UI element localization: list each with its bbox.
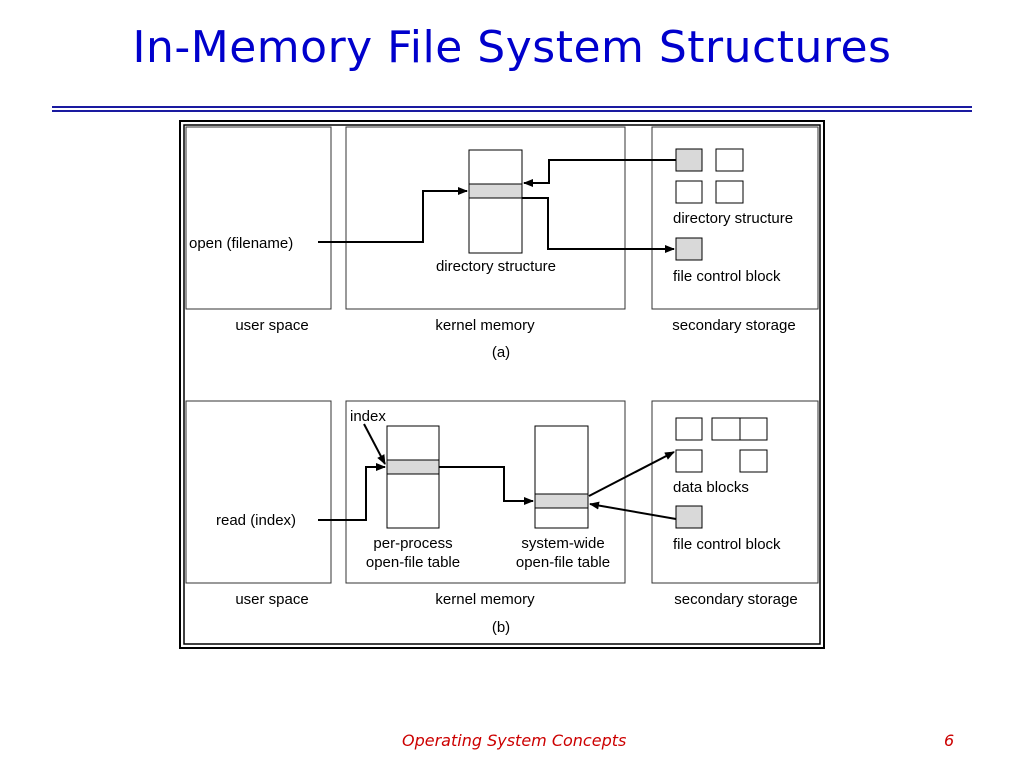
storage-dir-block	[715, 148, 744, 172]
figure-frame-inner	[183, 124, 821, 645]
storage-directory-label: directory structure	[673, 210, 793, 227]
open-call-arrow	[318, 187, 468, 243]
data-block	[739, 449, 768, 473]
system-to-data-arrow	[588, 451, 675, 497]
per-process-label-line2: open-file table	[366, 554, 460, 571]
user-space-caption-b: user space	[235, 591, 308, 608]
system-wide-entry-highlight	[534, 493, 589, 509]
user-space-caption-a: user space	[235, 317, 308, 334]
slide-title: In-Memory File System Structures	[132, 22, 892, 73]
figure-frame-outer	[179, 120, 825, 649]
page-number: 6	[944, 731, 955, 750]
directory-structure-table	[468, 149, 523, 254]
part-b-label: (b)	[492, 619, 510, 636]
system-wide-label-line1: system-wide	[521, 535, 604, 552]
directory-to-fcb-arrow	[522, 197, 675, 253]
open-call-label: open (filename)	[189, 235, 293, 252]
storage-dir-block-filled	[675, 148, 703, 172]
file-control-block-a	[675, 237, 703, 261]
footer-title: Operating System Concepts	[402, 731, 627, 750]
system-wide-label-line2: open-file table	[516, 554, 610, 571]
index-pointer-arrow	[363, 423, 386, 465]
data-block	[711, 417, 741, 441]
part-a: open (filename) directory structure dire…	[185, 126, 819, 361]
read-call-arrow	[318, 463, 386, 521]
kernel-memory-caption-b: kernel memory	[435, 591, 535, 608]
title-rule-top	[52, 106, 972, 108]
data-block	[739, 417, 768, 441]
kernel-memory-caption-a: kernel memory	[435, 317, 535, 334]
per-process-label-line1: per-process	[373, 535, 452, 552]
system-wide-table	[534, 425, 589, 529]
user-space-region-a	[185, 126, 332, 310]
file-control-block-b	[675, 505, 703, 529]
user-space-region-b	[185, 400, 332, 584]
title-rule-bottom	[52, 110, 972, 112]
read-call-label: read (index)	[216, 512, 296, 529]
part-b: index read (index) per-process open-file…	[185, 400, 819, 636]
data-blocks-label: data blocks	[673, 479, 749, 496]
per-process-to-system-arrow	[439, 466, 534, 505]
secondary-storage-region-a	[651, 126, 819, 310]
storage-dir-block	[675, 180, 703, 204]
data-block	[675, 449, 703, 473]
kernel-directory-label: directory structure	[436, 258, 556, 275]
data-block	[675, 417, 703, 441]
secondary-storage-caption-a: secondary storage	[672, 317, 795, 334]
secondary-storage-caption-b: secondary storage	[674, 591, 797, 608]
per-process-entry-highlight	[386, 459, 440, 475]
index-label: index	[350, 408, 386, 425]
directory-entry-highlight	[468, 183, 523, 199]
storage-fcb-label-b: file control block	[673, 536, 781, 553]
kernel-memory-region-a	[345, 126, 626, 310]
secondary-storage-region-b	[651, 400, 819, 584]
fcb-to-system-arrow	[589, 501, 677, 520]
kernel-memory-region-b	[345, 400, 626, 584]
per-process-table	[386, 425, 440, 529]
storage-to-directory-arrow	[523, 159, 676, 187]
part-a-label: (a)	[492, 344, 510, 361]
storage-fcb-label-a: file control block	[673, 268, 781, 285]
storage-dir-block	[715, 180, 744, 204]
